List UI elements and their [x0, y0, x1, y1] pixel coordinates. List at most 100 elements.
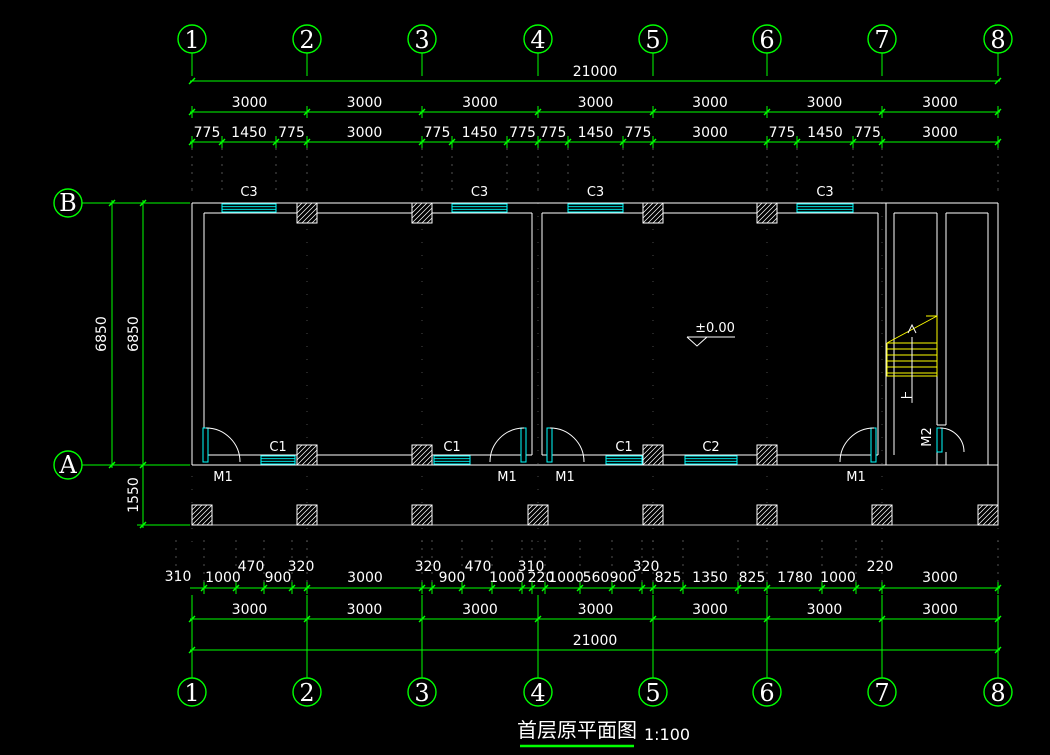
column-hatch: [411, 202, 418, 209]
door-swing: [205, 427, 241, 463]
column-hatch: [296, 504, 318, 526]
column-hatch: [411, 504, 423, 516]
column-hatch: [416, 509, 433, 526]
column-hatch: [756, 504, 763, 511]
dim-top-detail: 3000: [922, 125, 958, 141]
column-hatch: [301, 207, 318, 224]
axis-label-8: 8: [990, 679, 1005, 707]
column-hatch: [977, 504, 994, 521]
door-label-M1: M1: [213, 470, 233, 485]
column-hatch: [296, 504, 303, 511]
column-hatch: [977, 504, 989, 516]
window-top: [796, 203, 854, 213]
window-label-C3: C3: [240, 185, 257, 200]
column-hatch: [756, 444, 763, 451]
dim-bottom-bay: 3000: [232, 602, 268, 618]
axis-label-B: B: [59, 189, 77, 217]
dim-bottom-bay: 3000: [347, 602, 383, 618]
column-hatch: [542, 519, 549, 526]
window-bottom: [605, 455, 643, 465]
axis-label-3: 3: [414, 679, 429, 707]
dim-top-detail: 1450: [807, 125, 843, 141]
column-hatch: [296, 202, 318, 224]
column-hatch: [876, 509, 893, 526]
door-swing: [549, 427, 585, 463]
column: [756, 444, 778, 466]
window-top: [221, 203, 277, 213]
dim-bottom-detail: 320: [633, 559, 660, 575]
dim-bottom-bay: 3000: [578, 602, 614, 618]
dim-bottom-detail: 220: [528, 570, 555, 586]
column-hatch: [296, 444, 318, 466]
stair-outline: [886, 315, 938, 377]
door-leaf: [870, 427, 877, 463]
column-hatch: [311, 519, 318, 526]
dim-top-detail: 775: [194, 125, 221, 141]
column: [296, 504, 318, 526]
column-hatch: [761, 207, 778, 224]
column-hatch: [771, 217, 778, 224]
dim-top-overall: 21000: [573, 64, 618, 80]
door-label-M2: M2: [920, 427, 935, 447]
column-hatch: [647, 449, 664, 466]
dim-bottom-detail: 310: [165, 569, 192, 585]
dimension-tick: [108, 461, 116, 469]
dim-bottom-bay: 3000: [692, 602, 728, 618]
column-hatch: [306, 454, 318, 466]
column-hatch: [527, 504, 544, 521]
column-hatch: [411, 202, 423, 214]
axis-label-7: 7: [874, 26, 889, 54]
dim-top-detail: 1450: [231, 125, 267, 141]
door-m1: [489, 427, 527, 463]
dim-top-bay: 3000: [922, 95, 958, 111]
column-hatch: [296, 444, 308, 456]
window-label-C1: C1: [269, 440, 286, 455]
level-mark-text: ±0.00: [695, 321, 735, 336]
dim-bottom-detail: 320: [415, 559, 442, 575]
window-frame: [260, 455, 296, 465]
column-hatch: [191, 504, 203, 516]
axis-label-3: 3: [414, 26, 429, 54]
column-hatch: [771, 459, 778, 466]
axis-label-6: 6: [759, 26, 774, 54]
window-top: [567, 203, 624, 213]
column: [871, 504, 893, 526]
window-label-C1: C1: [443, 440, 460, 455]
column-hatch: [527, 504, 539, 516]
dim-bottom-detail: 3000: [922, 570, 958, 586]
dim-bottom-detail: 3000: [347, 570, 383, 586]
column: [411, 504, 433, 526]
column: [642, 444, 664, 466]
window-label-C3: C3: [587, 185, 604, 200]
dim-bottom-detail: 1000: [489, 570, 525, 586]
column: [756, 504, 778, 526]
stair-break: [886, 315, 938, 344]
axis-label-7: 7: [874, 679, 889, 707]
door-swing: [489, 427, 525, 463]
dim-bottom-detail: 470: [465, 559, 492, 575]
column-hatch: [421, 514, 433, 526]
window-frame: [796, 203, 854, 213]
dim-top-bay: 3000: [232, 95, 268, 111]
dim-top-detail: 775: [854, 125, 881, 141]
column-hatch: [411, 202, 428, 219]
column-hatch: [756, 504, 778, 526]
column-hatch: [527, 504, 549, 526]
window-frame: [451, 203, 508, 213]
dim-top-bay: 3000: [578, 95, 614, 111]
column-hatch: [191, 504, 213, 526]
column-hatch: [756, 444, 768, 456]
window-frame: [433, 455, 471, 465]
column-hatch: [201, 514, 213, 526]
column-hatch: [642, 444, 654, 456]
drawing-title: 首层原平面图: [517, 718, 637, 742]
column-hatch: [306, 212, 318, 224]
column-hatch: [411, 504, 428, 521]
column-hatch: [411, 444, 423, 456]
dim-top-detail: 775: [769, 125, 796, 141]
column-hatch: [426, 459, 433, 466]
column-hatch: [642, 202, 654, 214]
column-hatch: [311, 459, 318, 466]
column-hatch: [416, 449, 433, 466]
column-hatch: [756, 504, 768, 516]
